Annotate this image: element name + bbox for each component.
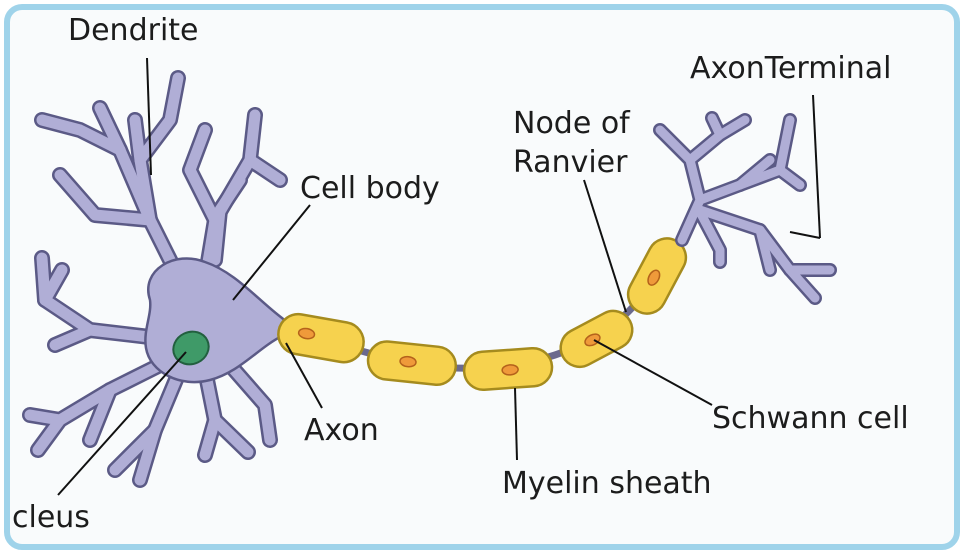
label-node-of-ranvier-2: Ranvier: [513, 145, 628, 180]
label-schwann-cell: Schwann cell: [712, 401, 909, 436]
label-cell-body: Cell body: [300, 171, 440, 206]
nucleus-leader: [57, 351, 187, 496]
label-axon: Axon: [304, 413, 379, 448]
cell-body-leader: [232, 204, 311, 301]
cell-body-shape: [144, 257, 291, 384]
node-of-ranvier-leader: [583, 179, 627, 313]
myelin-sheath-leader: [514, 387, 518, 461]
label-node-of-ranvier-1: Node of: [513, 106, 631, 141]
schwann-cell-2: [366, 340, 458, 386]
axon-leader: [285, 342, 323, 409]
axon-terminal-branches: [653, 111, 837, 305]
schwann-cell-leader: [593, 339, 713, 406]
label-dendrite: Dendrite: [68, 13, 199, 48]
leader-lines: [57, 57, 821, 496]
schwann-cell-4: [559, 309, 634, 369]
axon-terminal-leader: [812, 94, 821, 239]
axon-terminal-tick: [789, 231, 821, 239]
label-axon-terminal: AxonTerminal: [690, 51, 892, 86]
myelin-segments: [277, 237, 688, 391]
label-myelin-sheath: Myelin sheath: [502, 466, 712, 501]
schwann-cell-3: [462, 347, 554, 391]
dendrite-leader: [146, 57, 152, 176]
schwann-cell-1: [277, 312, 365, 364]
label-nucleus: cleus: [12, 500, 90, 535]
